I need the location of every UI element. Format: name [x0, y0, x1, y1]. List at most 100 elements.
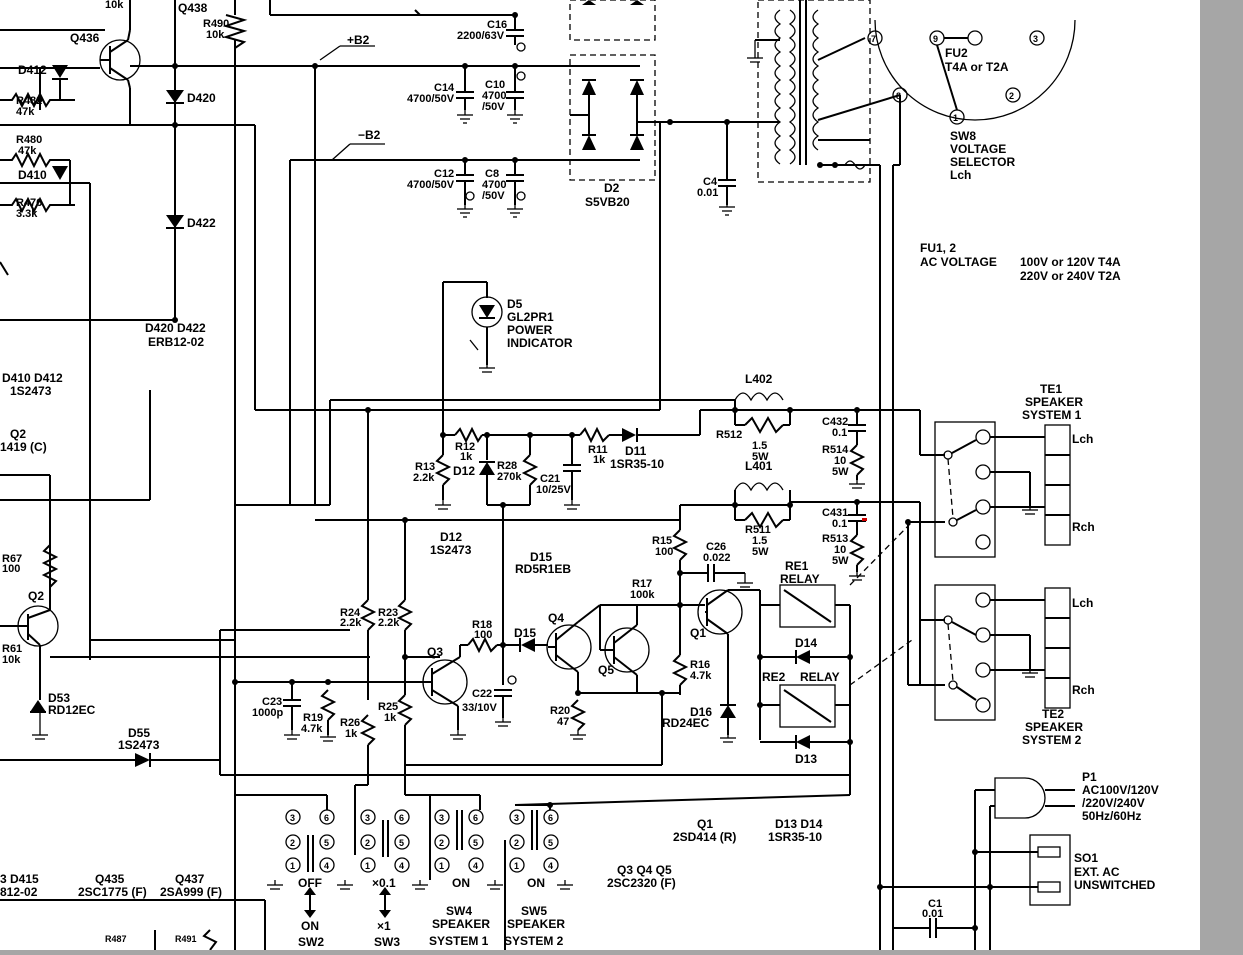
output-network	[732, 392, 1071, 721]
label-d53: D53	[48, 691, 70, 705]
label-c23: C23	[262, 696, 282, 708]
label-r61v: 10k	[2, 654, 21, 666]
pin-3: 3	[1033, 34, 1038, 44]
label-sw3: SW3	[374, 935, 400, 949]
label-r26v: 1k	[345, 728, 358, 740]
label-r28: R28	[497, 460, 517, 472]
label-d412: D412	[18, 63, 47, 77]
sw2-pin2: 2	[290, 838, 295, 848]
label-r23: R23	[378, 607, 398, 619]
sw3-pin3: 3	[365, 813, 370, 823]
label-sw4: SW4	[446, 904, 472, 918]
label-c8v2: /50V	[482, 190, 505, 202]
label-sw2: SW2	[298, 935, 324, 949]
pin-7: 7	[871, 34, 876, 44]
label-r13: R13	[415, 461, 435, 473]
label-r18v: 100	[474, 629, 492, 641]
sw3-pin1: 1	[365, 861, 370, 871]
label-r16v: 4.7k	[690, 670, 712, 682]
label-c16: C16	[487, 19, 507, 31]
label-r24: R24	[340, 607, 361, 619]
label-lch2: Lch	[1072, 596, 1093, 610]
label-d15b: D15	[514, 626, 536, 640]
ac-input	[877, 777, 1075, 950]
label-q1v: 2SD414 (R)	[673, 830, 736, 844]
label-q1: Q1	[690, 626, 706, 640]
label-d55: D55	[128, 726, 150, 740]
label-r25: R25	[378, 701, 398, 713]
label-d16: D16	[690, 705, 712, 719]
label-acv1: 100V or 120V T4A	[1020, 255, 1121, 269]
label-r482: R482	[16, 95, 42, 107]
label-fu12: FU1, 2	[920, 241, 956, 255]
label-r512v: 1.5	[752, 440, 767, 452]
pin-1: 1	[953, 113, 958, 123]
label-r26: R26	[340, 717, 360, 729]
label-rch2: Rch	[1072, 683, 1095, 697]
label-c22v: 33/10V	[462, 702, 498, 714]
label-r476v: 3.3k	[16, 208, 38, 220]
sw5-pin3: 3	[514, 813, 519, 823]
label-re2: RE2	[762, 670, 786, 684]
label-r514w: 5W	[832, 466, 849, 478]
label-acv2: 220V or 240V T2A	[1020, 269, 1121, 283]
sw5-pin2: 2	[514, 838, 519, 848]
label-re1v: RELAY	[780, 572, 820, 586]
label-c26v: 0.022	[703, 552, 731, 564]
sw2-pin5: 5	[324, 838, 329, 848]
sw4-pin3: 3	[439, 813, 444, 823]
sw5-pin5: 5	[548, 838, 553, 848]
label-r514v: 10	[834, 455, 846, 467]
label-r513v: 10	[834, 544, 846, 556]
label-r18: R18	[472, 619, 492, 631]
sw4-pin6: 6	[473, 813, 478, 823]
label-q345v: 2SC2320 (F)	[607, 876, 676, 890]
label-sw8c: Lch	[950, 168, 971, 182]
pin-2: 2	[1009, 91, 1014, 101]
bridge-transformer	[569, 0, 1076, 950]
filter-caps	[456, 12, 526, 205]
label-sw5on: ON	[527, 876, 545, 890]
label-p1b: /220V/240V	[1082, 796, 1145, 810]
label-r67v: 100	[2, 563, 20, 575]
label-sw4on: ON	[452, 876, 470, 890]
label-r513w: 5W	[832, 555, 849, 567]
label-r61: R61	[2, 643, 22, 655]
label-te1b: SYSTEM 1	[1022, 408, 1082, 422]
label-c431v: 0.1	[832, 518, 847, 530]
label-so1b: UNSWITCHED	[1074, 878, 1156, 892]
label-r23v: 2.2k	[378, 617, 400, 629]
label-q345: Q3 Q4 Q5	[617, 863, 672, 877]
label-r20: R20	[550, 705, 570, 717]
label-q2: Q2	[28, 589, 44, 603]
label-d53v: RD12EC	[48, 703, 96, 717]
label-r482v: 47k	[16, 106, 35, 118]
sw3-pin5: 5	[399, 838, 404, 848]
label-r24v: 2.2k	[340, 617, 362, 629]
sw5-pin6: 6	[548, 813, 553, 823]
label-sw5b: SYSTEM 2	[504, 934, 564, 948]
sw3-pin6: 6	[399, 813, 404, 823]
sw4-pin5: 5	[473, 838, 478, 848]
label-d15v: RD5R1EB	[515, 562, 571, 576]
label-r511: R511	[745, 524, 771, 536]
label-c21v: 10/25V	[536, 484, 572, 496]
label-d2v: S5VB20	[585, 195, 630, 209]
viewer-scrollbar[interactable]	[1200, 0, 1243, 950]
label-q437: Q437	[175, 872, 205, 886]
label-c26: C26	[706, 541, 726, 553]
label-p1: P1	[1082, 770, 1097, 784]
protection-circuit	[232, 399, 760, 795]
label-r11v: 1k	[593, 454, 606, 466]
label-sw2on: ON	[301, 919, 319, 933]
ground-symbols	[32, 40, 1038, 890]
sw2-pin3: 3	[290, 813, 295, 823]
label-c14v: 4700/50V	[407, 93, 455, 105]
label-te2b: SYSTEM 2	[1022, 733, 1082, 747]
label-r19v: 4.7k	[301, 723, 323, 735]
label-d1314: D13 D14	[775, 817, 823, 831]
label-q435v: 2SC1775 (F)	[78, 885, 147, 899]
label-c10: C10	[485, 79, 505, 91]
label-r511v: 1.5	[752, 535, 767, 547]
label-q4: Q4	[548, 611, 564, 625]
